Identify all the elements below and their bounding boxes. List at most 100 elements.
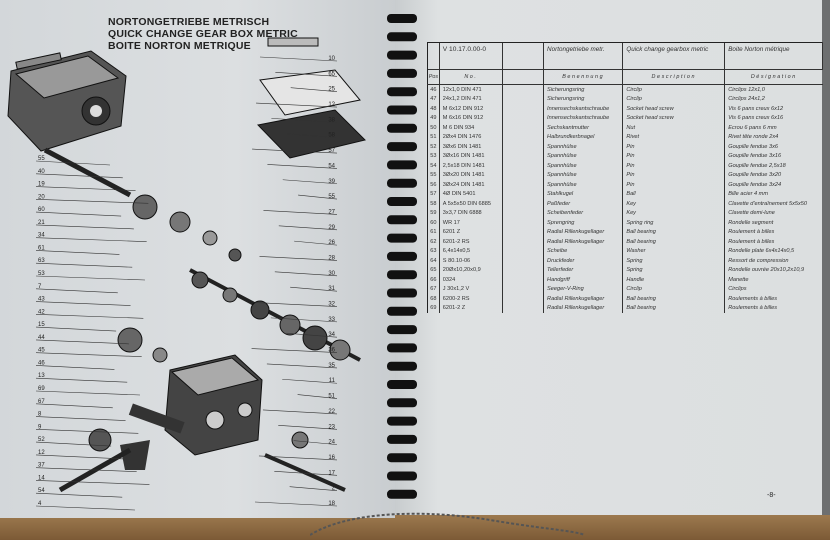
- leader-line: [35, 199, 149, 204]
- row-number: A 5x5x50 DIN 6885: [438, 199, 503, 209]
- row-english: Nut: [622, 123, 725, 133]
- part-callout: 11: [329, 378, 336, 384]
- part-callout: 60: [38, 207, 45, 213]
- spiral-loop: [387, 380, 417, 389]
- row-english: Ball bearing: [622, 294, 725, 304]
- spiral-loop: [387, 288, 417, 298]
- leader-line: [286, 133, 338, 139]
- leader-line: [35, 505, 136, 511]
- part-callout: 35: [328, 363, 335, 369]
- leader-line: [35, 237, 147, 242]
- row-german: Spannhülse: [543, 142, 623, 152]
- leader-line: [35, 326, 117, 332]
- shaft-upper: [43, 147, 242, 262]
- part-callout: 34: [328, 332, 335, 338]
- row-pos: 56: [427, 180, 440, 190]
- part-callout: 12: [328, 102, 335, 108]
- article-number: V 10.17.0.00-0: [438, 42, 503, 70]
- leader-line: [35, 429, 139, 434]
- row-german: Sicherungsring: [543, 84, 623, 95]
- row-number: J 30x1,2 V: [438, 284, 503, 294]
- row-english: Key: [622, 199, 725, 209]
- spiral-loop: [387, 416, 417, 426]
- row-pos: 53: [427, 151, 440, 161]
- leader-line: [35, 301, 131, 306]
- row-number: M 6x12 DIN 912: [438, 104, 503, 114]
- part-callout: 22: [328, 409, 335, 415]
- row-english: Key: [622, 208, 725, 218]
- row-number: 0324: [438, 275, 503, 285]
- leader-line: [263, 210, 338, 215]
- spiral-loop: [387, 142, 417, 152]
- row-french: Roulement à billes: [724, 237, 823, 247]
- part-callout: 55: [38, 156, 45, 162]
- part-callout: 12: [38, 450, 45, 456]
- part-callout: 13: [38, 373, 45, 379]
- row-pos: 69: [427, 303, 440, 313]
- part-callout: 69: [38, 386, 45, 392]
- row-french: Vis 6 pans creux 6x16: [724, 113, 823, 123]
- row-english: Spring: [622, 256, 725, 266]
- row-english: Pin: [622, 170, 725, 180]
- part-callout: 46: [38, 360, 45, 366]
- leader-line: [278, 424, 338, 430]
- row-german: Sprengring: [543, 218, 623, 228]
- row-pos: 54: [427, 161, 440, 171]
- spiral-loop: [387, 197, 417, 206]
- bookmark-string: [310, 512, 586, 536]
- row-english: Pin: [622, 161, 725, 171]
- spiral-loop: [387, 123, 417, 133]
- part-callout: 39: [328, 179, 335, 185]
- leader-line: [252, 148, 338, 154]
- leader-line: [35, 441, 112, 447]
- spiral-loop: [387, 325, 417, 335]
- row-german: Paßfeder: [543, 199, 623, 209]
- spiral-loop: [387, 178, 417, 188]
- row-pos: 59: [427, 208, 440, 218]
- row-pos: 60: [427, 218, 440, 228]
- part-callout: 25: [328, 87, 335, 93]
- part-callout: 27: [328, 209, 335, 215]
- part-callout: 55: [328, 194, 335, 200]
- row-pos: 67: [427, 284, 440, 294]
- leader-line: [35, 173, 123, 179]
- page-edge: [822, 0, 830, 515]
- leader-line: [255, 302, 338, 307]
- row-german: Radial Rillenkugellager: [543, 303, 623, 313]
- leader-line: [294, 240, 338, 246]
- row-number: 20Øx10,20x0,9: [438, 265, 503, 275]
- leader-line: [256, 102, 338, 108]
- part-callout: 7: [38, 284, 42, 290]
- row-english: Socket head screw: [622, 104, 725, 114]
- part-callout: 53: [38, 271, 45, 277]
- row-pos: 47: [427, 94, 440, 104]
- row-english: Pin: [622, 151, 725, 161]
- row-number: 2Øx4 DIN 1476: [438, 132, 503, 142]
- leader-line: [35, 160, 111, 166]
- row-number: 3Øx6 DIN 1481: [438, 142, 503, 152]
- row-pos: 61: [427, 227, 440, 237]
- leader-line: [35, 262, 133, 268]
- spiral-loop: [387, 50, 417, 60]
- spiral-binding: [387, 14, 417, 499]
- spiral-loop: [387, 489, 417, 499]
- part-callout: 57: [328, 148, 335, 154]
- part-callout: 43: [38, 297, 45, 303]
- part-callout: 19: [38, 182, 45, 188]
- cover-plate: [256, 37, 366, 159]
- leader-line: [286, 332, 338, 338]
- row-number: 6201-2 Z: [438, 303, 503, 313]
- spiral-loop: [387, 270, 417, 280]
- leader-line: [251, 348, 338, 353]
- row-german: Seeger-V-Ring: [543, 284, 623, 294]
- spiral-loop: [387, 14, 417, 23]
- part-callout: 61: [38, 245, 45, 251]
- row-english: Circlip: [622, 84, 725, 95]
- gearbox-housing-lower: [128, 354, 263, 456]
- row-pos: 63: [427, 246, 440, 256]
